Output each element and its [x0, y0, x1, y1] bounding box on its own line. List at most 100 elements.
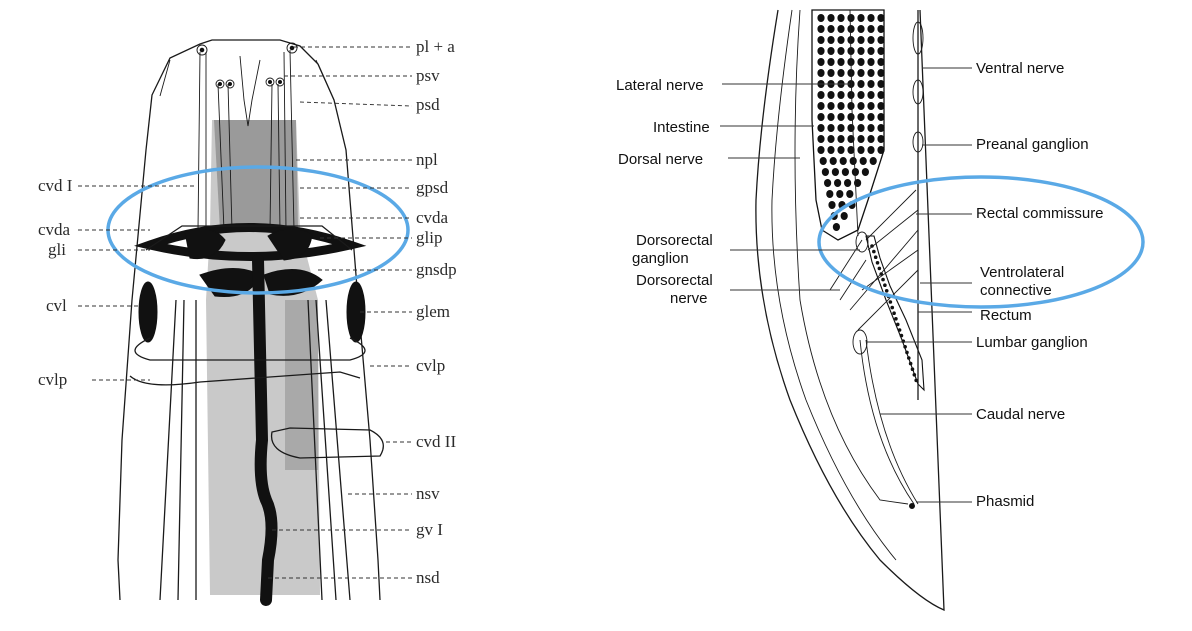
intestine-granule [857, 25, 864, 33]
intestine-granule [870, 157, 877, 165]
rectum-granule [901, 339, 905, 343]
rectum-granule [876, 261, 880, 265]
intestine-granule [817, 146, 824, 154]
intestine-granule [857, 91, 864, 99]
label-dorsal-nerve: Dorsal nerve [618, 151, 703, 168]
intestine-granule [847, 91, 854, 99]
intestine-granule [817, 102, 824, 110]
rectum-granule [890, 306, 894, 310]
label-pl-a: pl + a [416, 37, 455, 56]
intestine-granule [877, 113, 884, 121]
rectum-granule [885, 289, 889, 293]
intestine-granule [824, 179, 831, 187]
right-panel-labels-right: Ventral nerve Preanal ganglion Rectal co… [976, 60, 1104, 510]
rectum-granule [894, 317, 898, 321]
intestine-granule [827, 102, 834, 110]
intestine-granule [827, 14, 834, 22]
intestine-granule [841, 212, 848, 220]
intestine-granule [867, 47, 874, 55]
intestine-granule [837, 124, 844, 132]
intestine-granule [867, 36, 874, 44]
intestine-granule [867, 58, 874, 66]
rectum-granule [896, 323, 900, 327]
intestine-granule [834, 179, 841, 187]
intestine-granule [857, 69, 864, 77]
right-panel-labels-left: Lateral nerve Intestine Dorsal nerve Dor… [616, 77, 717, 307]
rectum-granule [913, 373, 917, 377]
intestine-granule [817, 113, 824, 121]
label-preanal-ganglion: Preanal ganglion [976, 136, 1089, 153]
intestine-granule [827, 91, 834, 99]
label-gv-i: gv I [416, 520, 443, 539]
intestine-granule [877, 135, 884, 143]
intestine-granule [867, 102, 874, 110]
intestine-granule [857, 124, 864, 132]
rectum-granule [907, 356, 911, 360]
intestine-granule [827, 58, 834, 66]
intestine-granule [827, 69, 834, 77]
intestine-granule [827, 135, 834, 143]
intestine-granule [847, 14, 854, 22]
intestine-granule [877, 58, 884, 66]
rectum-granule [878, 267, 882, 271]
lower-pharynx-dark [285, 300, 318, 470]
intestine-granule [822, 168, 829, 176]
intestine-granule [837, 135, 844, 143]
intestine-granule [827, 47, 834, 55]
label-gli: gli [48, 240, 66, 259]
tail-anatomy-figure [756, 10, 944, 610]
intestine-granule [837, 47, 844, 55]
intestine-granule [857, 102, 864, 110]
intestine-granule [860, 157, 867, 165]
intestine-granule [826, 190, 833, 198]
rectum-granule [898, 328, 902, 332]
rectum-granule [874, 255, 878, 259]
intestine-granule [857, 47, 864, 55]
label-cvda-right: cvda [416, 208, 449, 227]
cuticle-inner [160, 60, 334, 100]
label-psv: psv [416, 66, 440, 85]
intestine-granule [847, 124, 854, 132]
label-caudal-nerve: Caudal nerve [976, 406, 1065, 423]
intestine-granule [857, 113, 864, 121]
dorsorectal-ganglion-shape[interactable] [856, 232, 868, 252]
intestine-granule [867, 80, 874, 88]
intestine-granule [817, 124, 824, 132]
intestine-granule [817, 69, 824, 77]
label-cvda-left: cvda [38, 220, 71, 239]
label-nsv: nsv [416, 484, 440, 503]
intestine-granule [827, 124, 834, 132]
intestine-granule [840, 157, 847, 165]
intestine-granule [817, 91, 824, 99]
intestine-granule [817, 47, 824, 55]
intestine-granule [830, 157, 837, 165]
intestine-granule [827, 36, 834, 44]
rectum-granule [909, 362, 913, 366]
intestine-granule [867, 69, 874, 77]
intestine-granule [877, 14, 884, 22]
intestine-granule [828, 201, 835, 209]
intestine-granule [867, 25, 874, 33]
rectum-granule [872, 250, 876, 254]
intestine-granule [820, 157, 827, 165]
label-nsd: nsd [416, 568, 440, 587]
intestine-granule [877, 91, 884, 99]
label-dorsorectal-nerve: Dorsorectal nerve [636, 272, 717, 307]
phasmid-dot[interactable] [910, 504, 915, 509]
intestine-granule [877, 124, 884, 132]
intestine-granule [867, 14, 874, 22]
rectum-granule [892, 311, 896, 315]
intestine-granule [867, 146, 874, 154]
intestine-granule [844, 179, 851, 187]
rectum-granule [881, 278, 885, 282]
intestine-granule [850, 157, 857, 165]
intestine-granule [827, 146, 834, 154]
intestine-granule [877, 36, 884, 44]
intestine-granule [867, 113, 874, 121]
intestine-granule [877, 25, 884, 33]
intestine-granule [877, 69, 884, 77]
intestine-granule [837, 58, 844, 66]
intestine-granule [837, 113, 844, 121]
intestine-granule [867, 91, 874, 99]
intestine-granule [817, 58, 824, 66]
